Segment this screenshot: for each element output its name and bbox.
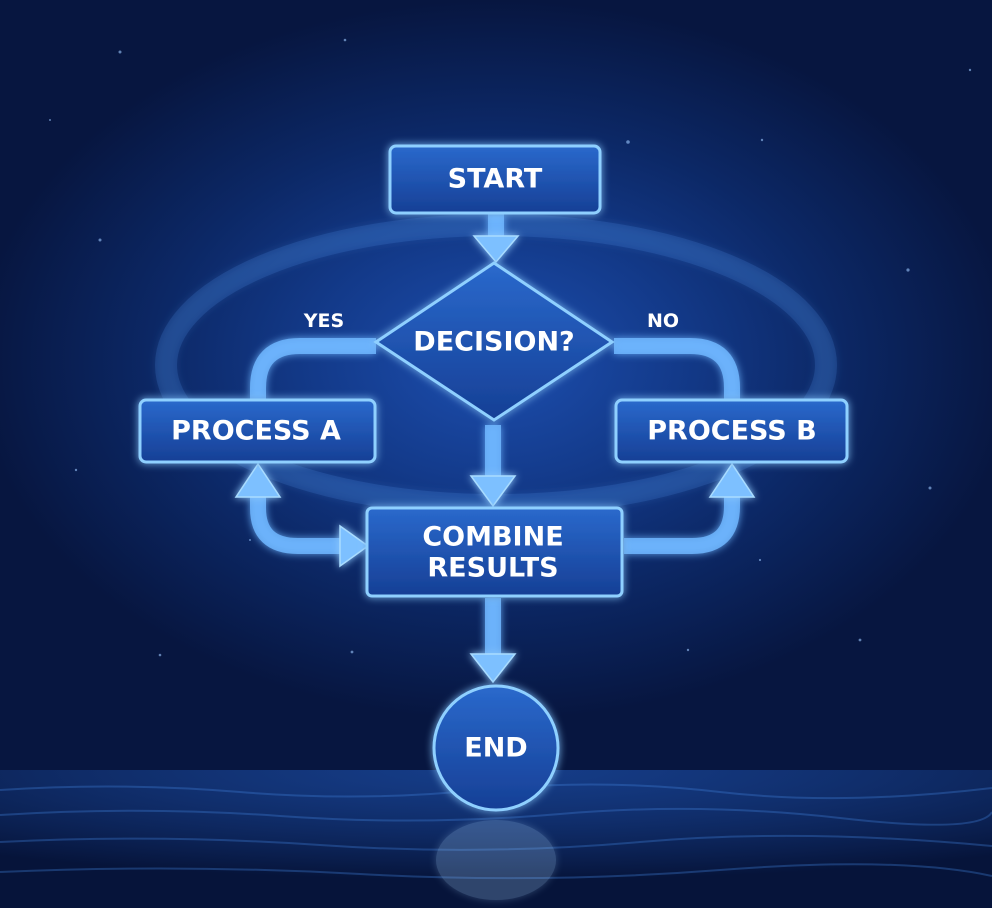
arrowhead-to-process-b [708,462,756,498]
connectors [250,213,740,655]
arrowhead-to-end [469,653,517,684]
connector-combine-process-b [624,495,740,554]
node-start[interactable]: START [388,144,602,215]
start-label: START [448,164,543,195]
arrowhead-to-process-a [234,462,282,498]
arrowhead-to-decision [472,235,520,264]
arrowhead-to-combine [469,475,517,508]
node-decision[interactable]: DECISION? [373,261,615,422]
combine-label-line2: RESULTS [427,553,558,584]
edge-label-yes: YES [303,310,344,332]
connector-process-a-combine [250,495,345,554]
arrowhead-a-to-combine [339,524,370,568]
process-a-label: PROCESS A [171,416,341,447]
node-combine-results[interactable]: COMBINE RESULTS [365,506,624,598]
arrowheads [234,235,756,684]
node-process-a[interactable]: PROCESS A [138,398,377,464]
combine-label-line1: COMBINE [422,522,563,553]
decision-label: DECISION? [413,327,574,358]
connector-decision-process-b [614,338,740,400]
connector-decision-process-a [250,338,376,400]
process-b-label: PROCESS B [647,416,816,447]
edge-label-no: NO [647,310,679,332]
node-end[interactable]: END [432,684,560,812]
node-process-b[interactable]: PROCESS B [614,398,849,464]
end-label: END [464,733,527,764]
